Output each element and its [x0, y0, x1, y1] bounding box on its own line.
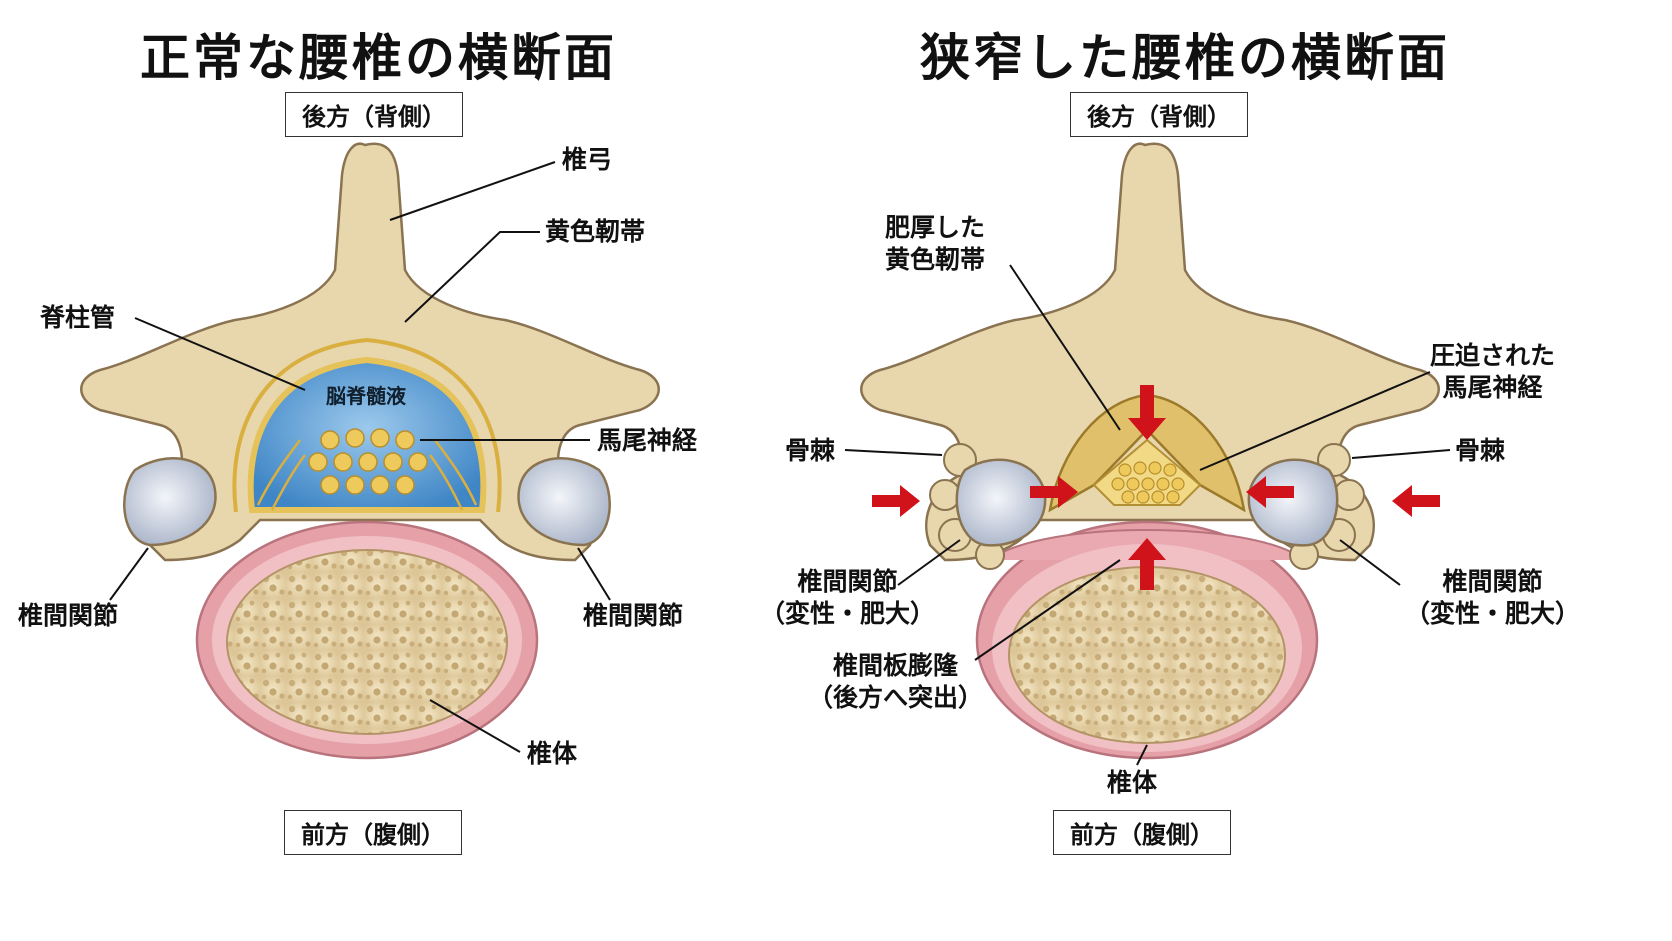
label-facet-degenerative-left: 椎間関節 （変性・肥大） [760, 566, 935, 630]
normal-facet-right [517, 457, 611, 547]
left-top-orientation-box: 後方（背側） [285, 92, 463, 137]
arrow-inner-right [1246, 476, 1294, 508]
normal-cauda-equina [308, 428, 428, 495]
compression-arrows [872, 385, 1440, 590]
normal-csf [247, 356, 487, 513]
label-compressed-cauda: 圧迫された 馬尾神経 [1430, 340, 1555, 404]
label-facet-left: 椎間関節 [18, 601, 119, 630]
stenotic-leader-lines [844, 264, 1451, 766]
stenotic-vertebral-body [1008, 566, 1286, 744]
label-compressed-cauda-line1: 圧迫された [1430, 341, 1556, 370]
right-bottom-orientation-box: 前方（腹側） [1053, 810, 1231, 855]
normal-facet-left [123, 457, 217, 547]
label-facet-degenerative-right-line1: 椎間関節 [1442, 567, 1543, 596]
label-thickened-ligament-line1: 肥厚した [885, 213, 986, 242]
label-disc-bulge-line2: （後方へ突出） [808, 683, 984, 712]
label-compressed-cauda-line2: 馬尾神経 [1442, 373, 1543, 402]
label-thickened-ligament: 肥厚した 黄色靭帯 [885, 212, 985, 276]
label-vertebral-body-left: 椎体 [527, 739, 578, 768]
right-top-orientation-box: 後方（背側） [1070, 92, 1248, 137]
arrow-down [1128, 385, 1166, 440]
label-facet-degenerative-right-line2: （変性・肥大） [1405, 599, 1581, 628]
label-facet-degenerative-right: 椎間関節 （変性・肥大） [1405, 566, 1580, 630]
right-title: 狭窄した腰椎の横断面 [920, 29, 1450, 87]
label-vertebral-body-right: 椎体 [1107, 768, 1158, 797]
label-spinal-canal: 脊柱管 [40, 303, 116, 332]
label-facet-degenerative-left-line2: （変性・肥大） [760, 599, 936, 628]
label-osteophyte-left: 骨棘 [785, 436, 836, 465]
label-facet-degenerative-left-line1: 椎間関節 [797, 567, 898, 596]
left-title: 正常な腰椎の横断面 [140, 29, 617, 87]
label-thickened-ligament-line2: 黄色靭帯 [885, 245, 986, 274]
label-disc-bulge: 椎間板膨隆 （後方へ突出） [808, 650, 983, 714]
normal-vertebra [80, 142, 660, 760]
compressed-cauda-equina [1111, 461, 1185, 504]
normal-leader-lines [109, 161, 611, 753]
thickened-ligament [1048, 393, 1246, 513]
stenotic-arch [860, 142, 1440, 562]
arrow-inner-left [1030, 476, 1078, 508]
label-facet-right: 椎間関節 [583, 601, 684, 630]
stenotic-facet-left [929, 443, 1047, 570]
normal-arch [80, 142, 660, 562]
normal-vertebral-body [226, 549, 508, 735]
label-osteophyte-right: 骨棘 [1455, 436, 1506, 465]
stenotic-vertebra [860, 142, 1440, 760]
arrow-up [1128, 538, 1166, 590]
label-cauda-equina: 馬尾神経 [597, 426, 698, 455]
arrow-outer-right [1392, 485, 1440, 517]
label-lamina: 椎弓 [562, 145, 613, 174]
label-ligamentum-flavum: 黄色靭帯 [545, 217, 646, 246]
stenotic-facet-right [1247, 443, 1365, 570]
arrow-outer-left [872, 485, 920, 517]
label-disc-bulge-line1: 椎間板膨隆 [833, 651, 959, 680]
left-bottom-orientation-box: 前方（腹側） [284, 810, 462, 855]
label-csf: 脳脊髄液 [326, 384, 406, 408]
